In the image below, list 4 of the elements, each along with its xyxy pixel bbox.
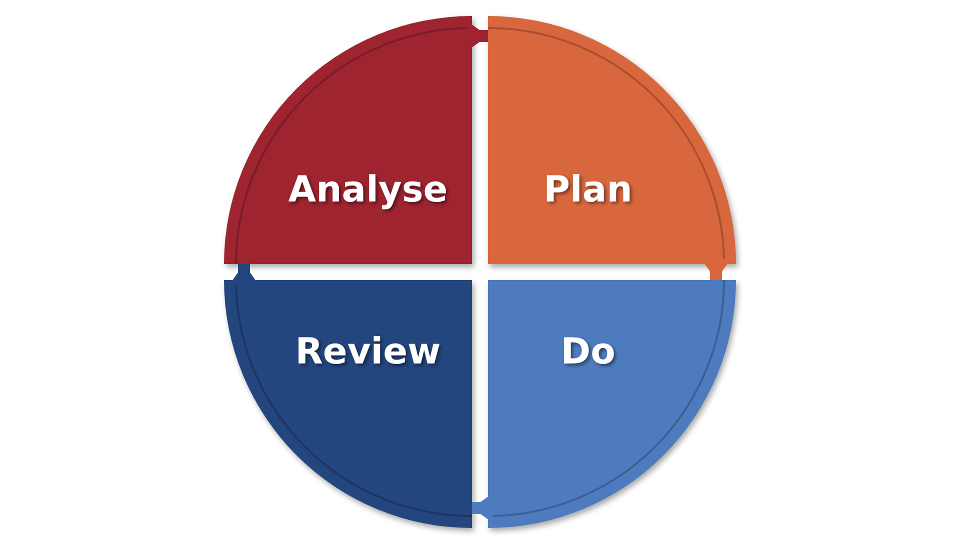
segment-label: Plan bbox=[544, 170, 632, 210]
segment-label: Review bbox=[295, 332, 441, 372]
segment-label: Do bbox=[560, 332, 616, 372]
segment-label: Analyse bbox=[288, 170, 448, 210]
